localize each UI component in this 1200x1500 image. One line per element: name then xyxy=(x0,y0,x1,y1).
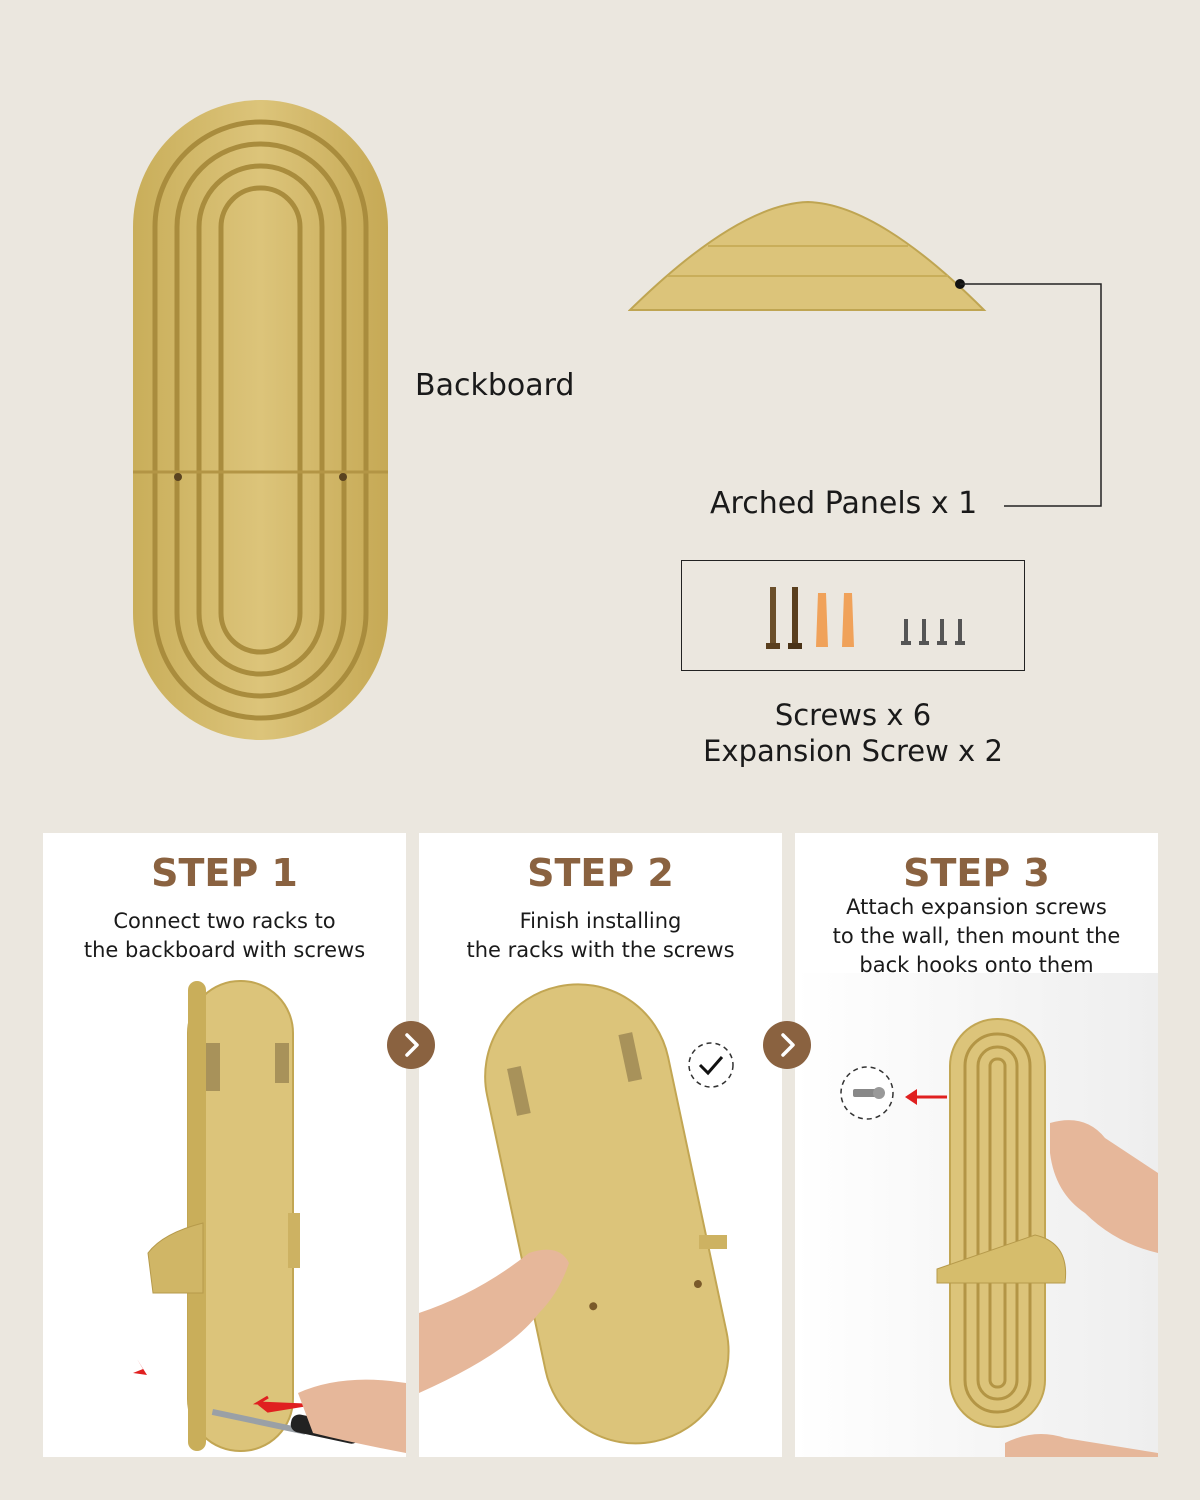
step-1-card: STEP 1 Connect two racks to the backboar… xyxy=(43,833,406,1457)
arched-panels-label: Arched Panels x 1 xyxy=(710,486,978,521)
red-arrow-icon xyxy=(905,1089,917,1105)
chevron-right-icon xyxy=(405,1033,419,1057)
next-step-button-2[interactable] xyxy=(763,1021,811,1069)
step-2-card: STEP 2 Finish installing the racks with … xyxy=(419,833,782,1457)
long-screw-icon xyxy=(766,587,802,649)
backboard-image xyxy=(133,100,393,745)
arched-panel-image xyxy=(628,196,988,314)
expansion-screw-label: Expansion Screw x 2 xyxy=(703,734,1003,768)
arched-panel-leader xyxy=(954,278,1106,514)
next-step-button-1[interactable] xyxy=(387,1021,435,1069)
screws-label: Screws x 6 xyxy=(774,698,932,732)
step-3-card: STEP 3 Attach expansion screws to the wa… xyxy=(795,833,1158,1457)
checkmark-icon xyxy=(688,1042,734,1088)
step-3-description: Attach expansion screws to the wall, the… xyxy=(832,895,1121,977)
red-arrow-icon xyxy=(103,1345,147,1375)
step-1-image xyxy=(43,973,406,1457)
step-2-title: STEP 2 xyxy=(527,851,674,895)
wall-anchor-icon xyxy=(816,593,854,647)
red-arrow-icon xyxy=(252,1395,306,1413)
step-2-description: Finish installing the racks with the scr… xyxy=(466,909,735,962)
step-1-description: Connect two racks to the backboard with … xyxy=(83,909,366,962)
chevron-right-icon xyxy=(781,1033,795,1057)
step-1-title: STEP 1 xyxy=(151,851,298,895)
backboard-label: Backboard xyxy=(415,368,575,403)
step-2-image xyxy=(419,973,782,1457)
expansion-screw-icon xyxy=(840,1066,894,1120)
small-screw-icon xyxy=(901,619,965,645)
step-3-image xyxy=(795,973,1158,1457)
step-3-title: STEP 3 xyxy=(903,851,1050,895)
hardware-box xyxy=(681,560,1025,671)
hardware-caption: Screws x 6 Expansion Screw x 2 xyxy=(643,697,1063,769)
